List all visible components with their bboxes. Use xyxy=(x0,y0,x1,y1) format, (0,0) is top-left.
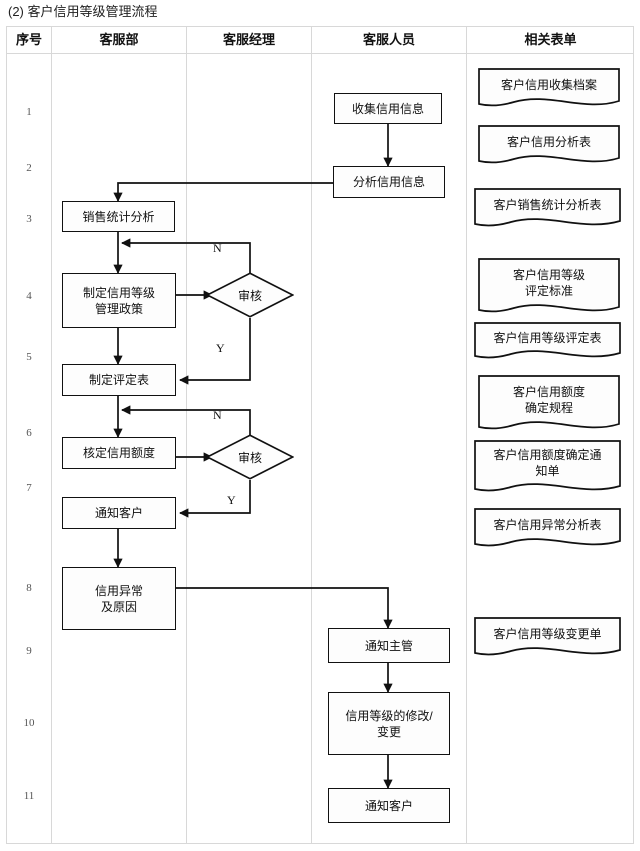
node-change-grade[interactable]: 信用等级的修改/变更 xyxy=(328,692,450,755)
form-doc-7[interactable]: 客户信用额度确定通知单 xyxy=(474,440,621,495)
node-notify-customer[interactable]: 通知客户 xyxy=(62,497,176,529)
form-doc-8[interactable]: 客户信用异常分析表 xyxy=(474,508,621,550)
column-header-dept: 客服部 xyxy=(99,32,139,47)
row-number-6: 6 xyxy=(26,427,32,439)
form-doc-4[interactable]: 客户信用等级评定标准 xyxy=(478,258,620,316)
node-notify-customer-final[interactable]: 通知客户 xyxy=(328,788,450,823)
form-doc-2-label: 客户信用分析表 xyxy=(506,134,591,149)
column-header-forms: 相关表单 xyxy=(524,32,577,47)
row-number-2: 2 xyxy=(26,162,32,174)
node-sales-stats[interactable]: 销售统计分析 xyxy=(62,201,175,232)
flow-table: 序号 客服部 客服经理 客服人员 相关表单 1 2 3 4 5 6 7 8 9 … xyxy=(6,26,634,844)
node-credit-policy[interactable]: 制定信用等级管理政策 xyxy=(62,273,176,328)
form-doc-1-label: 客户信用收集档案 xyxy=(500,77,597,92)
decision-review-2-label: 审核 xyxy=(237,450,262,465)
col-divider-4 xyxy=(466,27,467,843)
branch-label-no-2: N xyxy=(213,408,222,422)
row-number-5: 5 xyxy=(26,351,32,363)
node-analyze-info[interactable]: 分析信用信息 xyxy=(333,166,445,198)
row-number-7: 7 xyxy=(26,482,32,494)
row-number-3: 3 xyxy=(26,213,32,225)
node-abnormal-credit[interactable]: 信用异常及原因 xyxy=(62,567,176,630)
header-divider xyxy=(7,53,633,54)
form-doc-1[interactable]: 客户信用收集档案 xyxy=(478,68,620,110)
col-divider-3 xyxy=(311,27,312,843)
form-doc-2[interactable]: 客户信用分析表 xyxy=(478,125,620,167)
row-number-1: 1 xyxy=(26,106,32,118)
column-header-mgr: 客服经理 xyxy=(222,32,275,47)
node-rating-table[interactable]: 制定评定表 xyxy=(62,364,176,396)
form-doc-8-label: 客户信用异常分析表 xyxy=(493,517,602,532)
branch-label-no-1: N xyxy=(213,241,222,255)
row-number-9: 9 xyxy=(26,645,32,657)
row-number-10: 10 xyxy=(23,717,35,729)
form-doc-9[interactable]: 客户信用等级变更单 xyxy=(474,617,621,659)
form-doc-3[interactable]: 客户销售统计分析表 xyxy=(474,188,621,230)
form-doc-9-label: 客户信用等级变更单 xyxy=(493,626,602,641)
form-doc-7-label: 客户信用额度确定通知单 xyxy=(493,448,602,478)
form-doc-4-label: 客户信用等级评定标准 xyxy=(512,267,585,298)
col-divider-1 xyxy=(51,27,52,843)
row-number-11: 11 xyxy=(23,790,35,802)
node-collect-info[interactable]: 收集信用信息 xyxy=(334,93,442,124)
node-verify-limit[interactable]: 核定信用额度 xyxy=(62,437,176,469)
decision-review-1[interactable]: 审核 xyxy=(206,272,294,318)
node-notify-supervisor[interactable]: 通知主管 xyxy=(328,628,450,663)
form-doc-5-label: 客户信用等级评定表 xyxy=(493,330,602,345)
decision-review-2[interactable]: 审核 xyxy=(206,434,294,480)
column-header-staff: 客服人员 xyxy=(362,32,415,47)
branch-label-yes-1: Y xyxy=(216,341,225,355)
column-header-seq: 序号 xyxy=(15,32,42,47)
page-title: (2) 客户信用等级管理流程 xyxy=(8,4,158,19)
branch-label-yes-2: Y xyxy=(227,493,236,507)
decision-review-1-label: 审核 xyxy=(237,288,262,303)
form-doc-5[interactable]: 客户信用等级评定表 xyxy=(474,322,621,362)
row-number-4: 4 xyxy=(26,290,32,302)
col-divider-2 xyxy=(186,27,187,843)
row-number-8: 8 xyxy=(26,582,32,594)
form-doc-3-label: 客户销售统计分析表 xyxy=(493,197,602,212)
form-doc-6[interactable]: 客户信用额度确定规程 xyxy=(478,375,620,433)
form-doc-6-label: 客户信用额度确定规程 xyxy=(512,384,585,415)
